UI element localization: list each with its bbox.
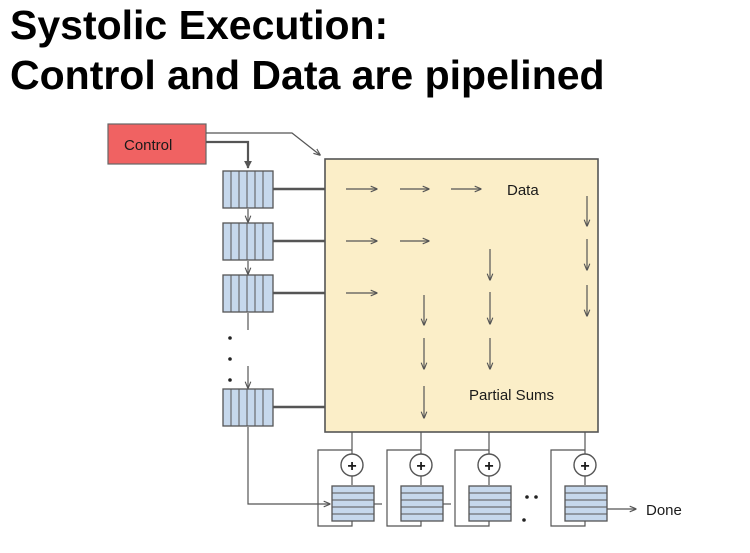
adder-symbol: +: [347, 458, 356, 475]
systolic-array: [324, 158, 599, 433]
accumulator-register: [400, 485, 444, 522]
instruction-queue-4: [222, 388, 274, 427]
adder-circle: [340, 453, 364, 477]
partial-sum-arrows: [424, 196, 587, 418]
control-lines: [206, 132, 330, 504]
done-label: Done: [646, 502, 682, 519]
data-flow-arrows: [346, 189, 481, 293]
control-box: [107, 123, 207, 165]
adder-symbol: +: [416, 458, 425, 475]
control-to-array-line: [206, 132, 320, 155]
slide-title: Systolic Execution: Control and Data are…: [10, 0, 605, 100]
accumulator-unit-3: +: [454, 432, 512, 527]
accumulator-unit-4: +: [550, 432, 608, 527]
title-line-2: Control and Data are pipelined: [10, 52, 605, 98]
data-label: Data: [507, 182, 539, 199]
title-line-1: Systolic Execution:: [10, 2, 389, 48]
adder-circle: [477, 453, 501, 477]
accumulator-unit-2: +: [386, 432, 451, 527]
queue-to-accumulators-line: [247, 427, 330, 504]
accumulator-ellipsis: [522, 495, 538, 522]
queue-feed-lines: [273, 187, 325, 409]
adder-symbol: +: [580, 458, 589, 475]
queue-ellipsis: [228, 336, 232, 382]
adder-circle: [573, 453, 597, 477]
instruction-queue-1: [222, 170, 274, 209]
accumulator-register: [564, 485, 608, 522]
accumulator-unit-1: +: [317, 432, 382, 527]
adder-circle: [409, 453, 433, 477]
adder-symbol: +: [484, 458, 493, 475]
control-label: Control: [124, 137, 172, 154]
accumulator-register: [468, 485, 512, 522]
accumulator-register: [331, 485, 375, 522]
instruction-queue-3: [222, 274, 274, 313]
control-to-queues-line: [206, 140, 252, 169]
partial-sums-label: Partial Sums: [469, 387, 554, 404]
control-block: Control: [107, 123, 207, 165]
instruction-queue-2: [222, 222, 274, 261]
